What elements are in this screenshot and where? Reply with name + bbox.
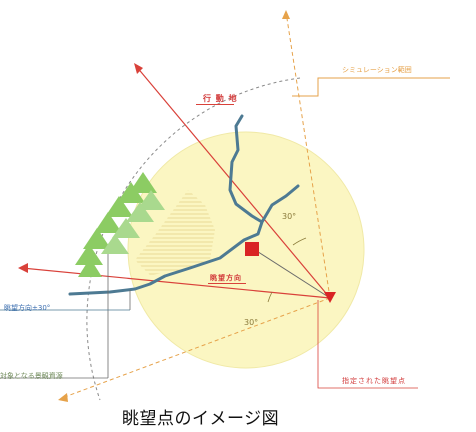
landscape-zone bbox=[135, 190, 215, 275]
angle-arc-lower bbox=[267, 291, 273, 303]
diagram-caption: 眺望点のイメージ図 bbox=[122, 409, 280, 429]
walking-path bbox=[68, 114, 300, 296]
label-view-direction-range: 眺望方向±30° bbox=[4, 304, 51, 312]
view-line-upper bbox=[135, 65, 331, 299]
view-arrow-upper bbox=[134, 63, 143, 74]
simulation-leader bbox=[292, 77, 450, 97]
tree-cluster bbox=[75, 172, 165, 277]
view-direction-marker bbox=[245, 242, 259, 256]
label-angle-upper: 30° bbox=[282, 212, 297, 221]
angle-arc-upper bbox=[292, 237, 307, 246]
designated-viewpoint-marker bbox=[324, 292, 336, 303]
view-line-lower bbox=[21, 267, 331, 299]
simulation-arc bbox=[86, 77, 301, 401]
range-line-upper bbox=[285, 11, 331, 299]
range-arrow-lower bbox=[58, 393, 68, 402]
label-angle-lower: 30° bbox=[244, 318, 259, 327]
label-target-landscape: 対象となる景観資源 bbox=[0, 372, 63, 380]
center-axis-line bbox=[251, 247, 331, 299]
designated-leader bbox=[317, 300, 418, 389]
label-gyokudo: 行 動 地 bbox=[203, 94, 238, 103]
label-view-direction: 眺望方向 bbox=[210, 274, 242, 282]
view-arrow-lower bbox=[18, 263, 28, 273]
range-line-lower bbox=[61, 297, 331, 399]
label-simulation-range: シミュレーション範囲 bbox=[342, 66, 412, 74]
range-arrow-upper bbox=[282, 10, 290, 19]
view-direction-underline bbox=[208, 283, 246, 284]
label-designated-viewpoint: 指定された眺望点 bbox=[342, 377, 406, 385]
gyokudo-underline bbox=[196, 104, 234, 105]
